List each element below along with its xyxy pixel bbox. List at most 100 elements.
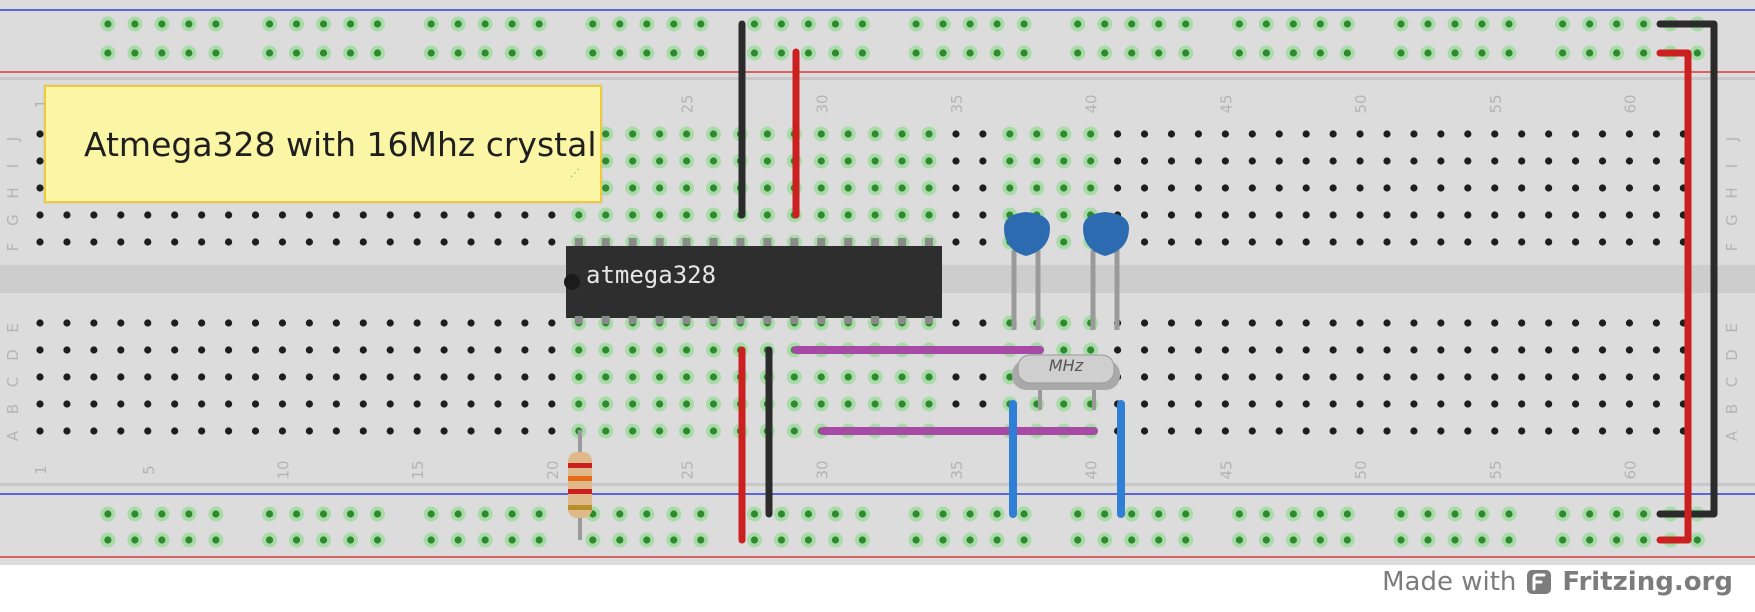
breadboard-hole[interactable] (1518, 346, 1526, 354)
breadboard-hole[interactable] (1625, 319, 1634, 327)
note-box[interactable]: Atmega328 with 16Mhz crystal ⋰ (44, 85, 602, 203)
breadboard-hole[interactable] (1221, 400, 1229, 408)
breadboard-hole[interactable] (1545, 238, 1553, 246)
breadboard-hole[interactable] (1410, 238, 1418, 246)
breadboard-hole[interactable] (1194, 373, 1203, 381)
breadboard-hole[interactable] (1194, 184, 1203, 192)
breadboard-hole[interactable] (1451, 49, 1459, 57)
breadboard-hole[interactable] (90, 319, 98, 327)
breadboard-hole[interactable] (871, 373, 879, 381)
breadboard-hole[interactable] (1356, 346, 1364, 354)
breadboard-hole[interactable] (993, 536, 1001, 544)
breadboard-hole[interactable] (305, 373, 313, 381)
breadboard-hole[interactable] (481, 536, 489, 544)
breadboard-hole[interactable] (1613, 510, 1621, 518)
breadboard-hole[interactable] (1518, 373, 1526, 381)
breadboard-hole[interactable] (171, 319, 179, 327)
breadboard-hole[interactable] (1464, 373, 1472, 381)
breadboard-hole[interactable] (224, 319, 233, 327)
breadboard-hole[interactable] (454, 510, 462, 518)
breadboard-hole[interactable] (1060, 184, 1068, 192)
breadboard-hole[interactable] (656, 211, 664, 219)
breadboard-hole[interactable] (454, 49, 462, 57)
breadboard-hole[interactable] (1571, 400, 1580, 408)
breadboard-hole[interactable] (709, 400, 718, 408)
breadboard-hole[interactable] (1383, 373, 1391, 381)
breadboard-hole[interactable] (278, 373, 287, 381)
breadboard-hole[interactable] (198, 427, 206, 435)
breadboard-hole[interactable] (1410, 157, 1418, 165)
breadboard-hole[interactable] (993, 510, 1001, 518)
breadboard-hole[interactable] (548, 400, 556, 408)
breadboard-hole[interactable] (481, 49, 489, 57)
breadboard-hole[interactable] (1383, 319, 1391, 327)
breadboard-hole[interactable] (1652, 319, 1660, 327)
breadboard-hole[interactable] (629, 130, 637, 138)
breadboard-hole[interactable] (63, 346, 71, 354)
breadboard-hole[interactable] (1505, 510, 1513, 518)
breadboard-hole[interactable] (1302, 157, 1310, 165)
breadboard-hole[interactable] (1383, 157, 1391, 165)
breadboard-hole[interactable] (454, 20, 462, 28)
breadboard-hole[interactable] (1410, 373, 1418, 381)
breadboard-hole[interactable] (413, 346, 421, 354)
breadboard-hole[interactable] (790, 373, 798, 381)
breadboard-hole[interactable] (359, 427, 367, 435)
breadboard-hole[interactable] (90, 427, 98, 435)
breadboard-hole[interactable] (898, 211, 906, 219)
breadboard-hole[interactable] (440, 346, 448, 354)
breadboard-hole[interactable] (90, 373, 98, 381)
breadboard-hole[interactable] (952, 400, 960, 408)
breadboard-hole[interactable] (521, 211, 529, 219)
breadboard-hole[interactable] (292, 536, 301, 544)
breadboard-hole[interactable] (1545, 400, 1553, 408)
breadboard-hole[interactable] (185, 510, 193, 518)
breadboard-hole[interactable] (1140, 427, 1149, 435)
breadboard-hole[interactable] (1329, 346, 1337, 354)
breadboard-hole[interactable] (1491, 130, 1499, 138)
breadboard-hole[interactable] (1343, 536, 1351, 544)
breadboard-hole[interactable] (1571, 157, 1580, 165)
breadboard-hole[interactable] (1060, 238, 1068, 246)
breadboard-hole[interactable] (1491, 184, 1499, 192)
breadboard-hole[interactable] (1410, 319, 1418, 327)
breadboard-hole[interactable] (440, 400, 448, 408)
breadboard-hole[interactable] (1478, 510, 1486, 518)
breadboard-hole[interactable] (386, 346, 394, 354)
breadboard-hole[interactable] (1640, 536, 1648, 544)
breadboard-hole[interactable] (790, 427, 798, 435)
breadboard-hole[interactable] (373, 20, 382, 28)
breadboard-hole[interactable] (979, 319, 987, 327)
breadboard-hole[interactable] (804, 49, 813, 57)
breadboard-hole[interactable] (36, 184, 44, 192)
breadboard-hole[interactable] (697, 49, 705, 57)
breadboard-hole[interactable] (1262, 536, 1270, 544)
breadboard-hole[interactable] (831, 20, 840, 28)
breadboard-hole[interactable] (1571, 184, 1580, 192)
breadboard-hole[interactable] (1437, 373, 1445, 381)
breadboard-hole[interactable] (535, 49, 543, 57)
breadboard-hole[interactable] (373, 510, 382, 518)
breadboard-hole[interactable] (602, 184, 610, 192)
breadboard-hole[interactable] (1275, 238, 1283, 246)
breadboard-hole[interactable] (278, 400, 287, 408)
breadboard-hole[interactable] (548, 373, 556, 381)
breadboard-hole[interactable] (1302, 238, 1310, 246)
breadboard-hole[interactable] (1316, 536, 1324, 544)
breadboard-hole[interactable] (709, 427, 718, 435)
breadboard-hole[interactable] (952, 319, 960, 327)
breadboard-hole[interactable] (171, 346, 179, 354)
breadboard-hole[interactable] (117, 400, 125, 408)
breadboard-hole[interactable] (1275, 157, 1283, 165)
breadboard-hole[interactable] (305, 211, 313, 219)
breadboard-hole[interactable] (817, 157, 825, 165)
breadboard-hole[interactable] (952, 211, 960, 219)
breadboard-hole[interactable] (224, 238, 233, 246)
breadboard-hole[interactable] (871, 130, 879, 138)
breadboard-hole[interactable] (1275, 184, 1283, 192)
breadboard-hole[interactable] (1316, 20, 1324, 28)
breadboard-hole[interactable] (1101, 20, 1109, 28)
breadboard-hole[interactable] (1625, 157, 1634, 165)
breadboard-hole[interactable] (481, 20, 489, 28)
breadboard-hole[interactable] (1383, 346, 1391, 354)
